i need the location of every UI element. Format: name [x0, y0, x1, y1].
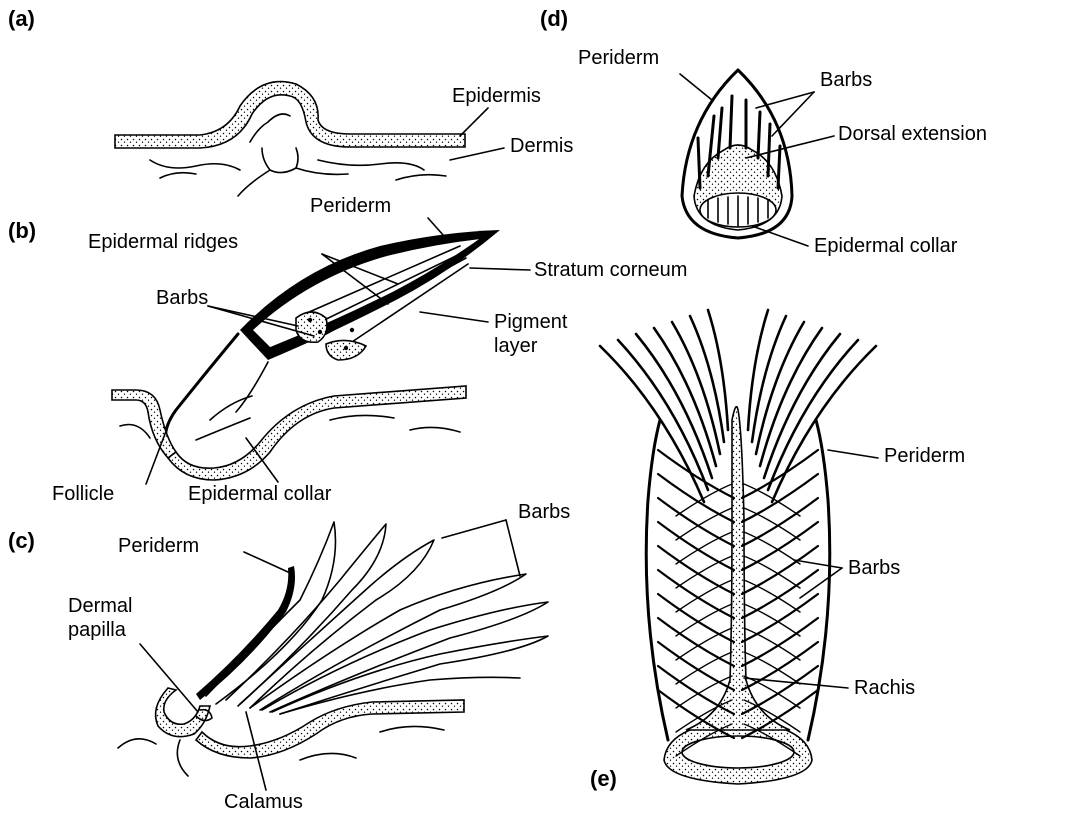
leader-epidermis [460, 108, 488, 136]
barb-stroke [742, 618, 818, 666]
label-epidermal-ridges: Epidermal ridges [88, 231, 238, 253]
label-barbs-d: Barbs [820, 69, 872, 91]
label-dermal-papilla-1: Dermal [68, 595, 132, 617]
barb-stroke [768, 340, 858, 490]
label-barbs-b: Barbs [156, 287, 208, 309]
barb-stroke [658, 498, 734, 546]
leader-dermal-papilla [140, 644, 198, 712]
panel-b-feather-bud-drawing [112, 230, 500, 480]
panel-c-label: (c) [8, 528, 35, 553]
barb-stroke [658, 570, 734, 618]
panel-e-feather-drawing [646, 407, 830, 784]
label-periderm-c: Periderm [118, 535, 199, 557]
barb-stroke [742, 642, 818, 690]
label-dorsal-extension: Dorsal extension [838, 123, 987, 145]
barb-stroke [742, 546, 818, 594]
label-barbs-c: Barbs [518, 501, 570, 523]
leader-barbs-c-1 [442, 520, 506, 538]
barb-stroke [658, 642, 734, 690]
barb-stroke [658, 618, 734, 666]
label-barbs-e: Barbs [848, 557, 900, 579]
leader-dermis [450, 148, 504, 160]
barb-stroke [764, 334, 840, 478]
label-epidermal-collar-b: Epidermal collar [188, 483, 332, 505]
label-periderm-d: Periderm [578, 47, 659, 69]
label-follicle: Follicle [52, 483, 114, 505]
panel-b-label: (b) [8, 218, 36, 243]
panel-d-label: (d) [540, 6, 568, 31]
barb-stroke [742, 594, 818, 642]
label-epidermal-collar-d: Epidermal collar [814, 235, 958, 257]
barb-stroke [658, 522, 734, 570]
panel-a: (a) Epidermis Dermis [8, 6, 573, 196]
barb-stroke [690, 316, 724, 442]
leader-barbs-e-2 [800, 568, 842, 598]
panel-d-cross-section-drawing [682, 70, 792, 238]
label-dermal-papilla-2: papilla [68, 619, 127, 641]
panel-a-label: (a) [8, 6, 35, 31]
label-pigment-layer-1: Pigment [494, 311, 568, 333]
leader-periderm-c [244, 552, 288, 572]
panel-c: (c) Periderm Barbs Dermal papilla Calamu… [8, 501, 570, 813]
label-periderm-b: Periderm [310, 195, 391, 217]
label-periderm-e: Periderm [884, 445, 965, 467]
leader-periderm-b [428, 218, 444, 236]
leader-pigment-layer [420, 312, 488, 322]
barb-stroke [742, 498, 818, 546]
barb-stroke [752, 316, 786, 442]
leader-periderm-d [680, 74, 712, 100]
label-calamus: Calamus [224, 791, 303, 813]
barb-stroke [658, 546, 734, 594]
label-pigment-layer-2: layer [494, 335, 538, 357]
barb-stroke [636, 334, 712, 478]
label-epidermis: Epidermis [452, 85, 541, 107]
panel-c-emerging-feather-drawing [118, 522, 548, 776]
leader-barbs-e-1 [794, 560, 842, 568]
barb-stroke [658, 450, 734, 498]
barb-stroke [658, 594, 734, 642]
label-stratum-corneum: Stratum corneum [534, 259, 687, 281]
panel-d: (d) Periderm Barbs Dorsal extension [540, 6, 987, 257]
panel-e-label: (e) [590, 766, 617, 791]
barb-stroke [618, 340, 708, 490]
barb-stroke [772, 346, 876, 502]
barb-stroke [600, 346, 704, 502]
leader-stratum-corneum [470, 268, 530, 270]
label-dermis: Dermis [510, 135, 573, 157]
panel-a-skin-drawing [115, 82, 465, 196]
panel-e: (e) Periderm Barbs Rachis [590, 310, 965, 791]
leader-epidermal-collar-d [752, 226, 808, 246]
panel-b: (b) Periderm Epidermal [8, 195, 687, 505]
barb-stroke [742, 450, 818, 498]
label-rachis: Rachis [854, 677, 915, 699]
leader-barbs-c-2 [506, 520, 520, 576]
leader-periderm-e [828, 450, 878, 458]
